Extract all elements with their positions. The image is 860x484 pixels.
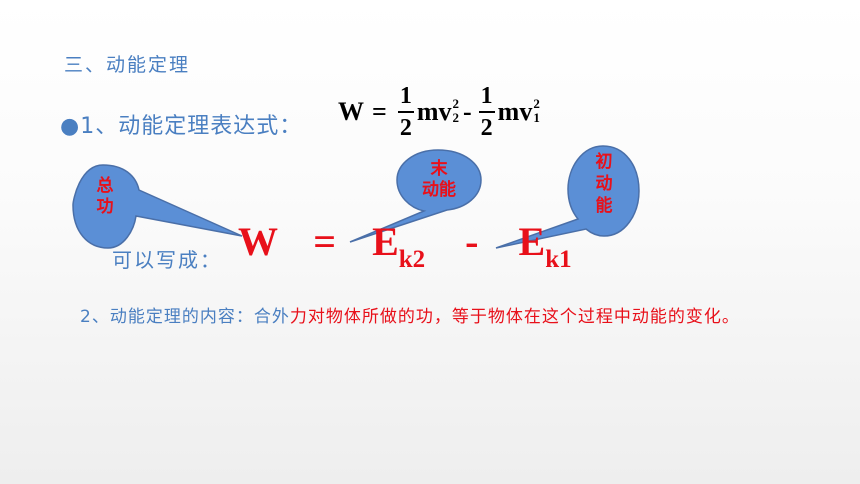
subscript: 2: [452, 109, 460, 125]
point-2-prefix: 2、动能定理的内容：合外: [80, 307, 290, 327]
formula-W: W: [338, 97, 364, 126]
fraction-half-1: 1 2: [397, 84, 414, 141]
big-E-initial: E: [518, 219, 546, 264]
formula-mv2-initial: mv 2 1: [498, 97, 540, 127]
fraction-numerator: 1: [397, 84, 414, 113]
exponent-subscript: 2 2: [453, 97, 460, 124]
callout-initial-ke-label: 初 动 能: [595, 152, 613, 217]
fraction-denominator: 2: [480, 115, 493, 141]
formula-equals: =: [372, 97, 387, 126]
mv-text: mv: [416, 97, 452, 126]
exponent: 2: [452, 96, 460, 111]
exponent-subscript: 2 1: [533, 97, 540, 124]
big-minus: -: [465, 219, 479, 264]
point-2-paragraph: 2、动能定理的内容：合外力对物体所做的功，等于物体在这个过程中动能的变化。: [80, 298, 820, 337]
fraction-denominator: 2: [399, 115, 412, 141]
rewrite-label: 可以写成：: [112, 248, 222, 272]
exponent: 2: [533, 96, 540, 111]
mv-text: mv: [497, 97, 533, 126]
formula-mv2-final: mv 2 2: [417, 97, 459, 127]
point-1: ●1、动能定理表达式：: [60, 108, 302, 140]
section-heading: 三、动能定理: [64, 54, 191, 76]
callout-initial-ke-shape: [495, 145, 640, 249]
rewritten-formula: W = Ek2 - Ek1: [238, 219, 572, 273]
big-W: W: [238, 219, 278, 264]
point-1-text: 1、动能定理表达式：: [80, 114, 303, 139]
work-energy-formula: W = 1 2 mv 2 2 - 1 2 mv 2 1: [338, 76, 540, 148]
callout-final-ke-shape: [349, 149, 482, 243]
big-E-final: E: [372, 219, 399, 264]
point-2-highlight: 力对物体所做的功，等于物体在这个过程中动能的变化。: [289, 307, 740, 327]
big-equals: =: [313, 219, 337, 264]
callout-total-work-shape: [72, 164, 243, 249]
subscript-k1: k1: [545, 246, 572, 273]
subscript: 1: [533, 109, 540, 125]
fraction-numerator: 1: [478, 84, 495, 113]
bullet-icon: ●: [60, 114, 81, 139]
callout-final-ke-label: 末 动能: [422, 159, 456, 201]
callout-total-work-label: 总 功: [96, 176, 114, 218]
formula-minus: -: [463, 97, 472, 126]
subscript-k2: k2: [398, 246, 426, 273]
fraction-half-2: 1 2: [478, 84, 495, 141]
